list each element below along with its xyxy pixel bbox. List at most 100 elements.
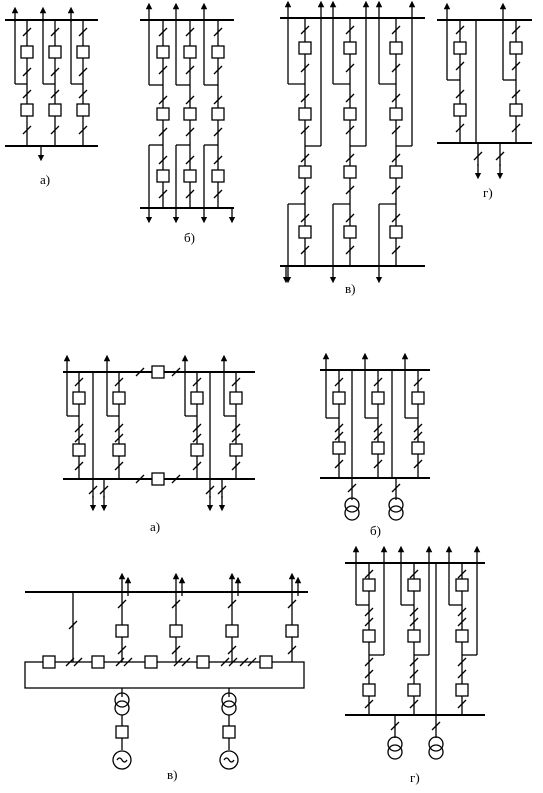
disconnector <box>185 155 195 165</box>
breaker <box>42 655 56 669</box>
disconnector <box>213 65 223 75</box>
breaker <box>196 655 210 669</box>
breaker <box>211 45 225 59</box>
breaker <box>20 45 34 59</box>
disconnector <box>431 721 441 731</box>
disconnector <box>409 657 419 667</box>
disconnector <box>227 645 237 655</box>
disconnector <box>114 433 124 443</box>
breaker <box>411 441 425 455</box>
breaker <box>229 443 243 457</box>
disconnector <box>300 185 310 195</box>
breaker <box>151 365 165 379</box>
disconnector <box>74 423 84 433</box>
disconnector <box>391 63 401 73</box>
breaker <box>453 103 467 117</box>
breaker <box>343 165 357 179</box>
disconnector <box>74 461 84 471</box>
disconnector <box>364 669 374 679</box>
disconnector <box>171 599 181 609</box>
disconnector <box>391 125 401 135</box>
breaker <box>389 107 403 121</box>
breaker <box>76 103 90 117</box>
transformer-winding <box>114 700 130 716</box>
disconnector <box>22 89 32 99</box>
disconnector <box>511 89 521 99</box>
disconnector <box>364 699 374 709</box>
disconnector <box>78 67 88 77</box>
disconnector <box>123 657 133 667</box>
breaker <box>362 683 376 697</box>
disconnector <box>345 245 355 255</box>
scheme-bot-a <box>63 354 255 512</box>
generator-sine <box>116 757 128 763</box>
breaker <box>298 41 312 55</box>
breaker <box>362 578 376 592</box>
disconnector <box>455 25 465 35</box>
disconnector <box>220 657 230 667</box>
disconnector <box>345 153 355 163</box>
disconnector <box>74 377 84 387</box>
breaker <box>211 169 225 183</box>
scheme-top-b <box>140 2 236 224</box>
breaker <box>76 45 90 59</box>
label-top-v: в) <box>345 281 355 296</box>
disconnector <box>78 27 88 37</box>
disconnector <box>213 95 223 105</box>
disconnector <box>114 423 124 433</box>
disconnector <box>345 213 355 223</box>
breaker <box>362 629 376 643</box>
breaker <box>48 103 62 117</box>
disconnector <box>171 367 181 377</box>
breaker <box>343 225 357 239</box>
breaker <box>183 107 197 121</box>
disconnector <box>391 153 401 163</box>
transformer-winding <box>221 692 237 708</box>
disconnector <box>300 25 310 35</box>
breaker <box>285 624 299 638</box>
breaker <box>455 578 469 592</box>
disconnector <box>192 377 202 387</box>
disconnector <box>117 645 127 655</box>
disconnector <box>300 125 310 135</box>
disconnector <box>457 569 467 579</box>
breaker <box>115 624 129 638</box>
disconnector <box>192 423 202 433</box>
disconnector <box>22 67 32 77</box>
disconnector <box>68 620 78 630</box>
disconnector <box>391 25 401 35</box>
breaker <box>190 391 204 405</box>
disconnector <box>511 123 521 133</box>
breaker <box>225 624 239 638</box>
breaker <box>115 725 129 739</box>
disconnector <box>413 377 423 387</box>
disconnector <box>205 485 215 495</box>
disconnector <box>391 93 401 103</box>
disconnector <box>50 67 60 77</box>
disconnector <box>457 657 467 667</box>
disconnector <box>213 155 223 165</box>
transformer-winding <box>344 497 360 513</box>
disconnector <box>391 245 401 255</box>
breaker <box>371 391 385 405</box>
disconnector <box>413 431 423 441</box>
disconnector <box>22 125 32 135</box>
disconnector <box>391 185 401 195</box>
disconnector <box>391 483 401 493</box>
scheme-top-a <box>5 6 98 162</box>
breaker <box>407 578 421 592</box>
disconnector <box>158 189 168 199</box>
disconnector <box>88 485 98 495</box>
disconnector <box>65 657 75 667</box>
breaker <box>91 655 105 669</box>
breaker <box>183 45 197 59</box>
breaker <box>72 443 86 457</box>
label-bot-a: а) <box>150 519 160 534</box>
breaker <box>343 107 357 121</box>
breaker <box>298 225 312 239</box>
disconnector <box>511 61 521 71</box>
breaker <box>72 391 86 405</box>
scheme-top-g <box>437 2 532 180</box>
disconnector <box>73 657 83 667</box>
transformer-winding <box>388 497 404 513</box>
